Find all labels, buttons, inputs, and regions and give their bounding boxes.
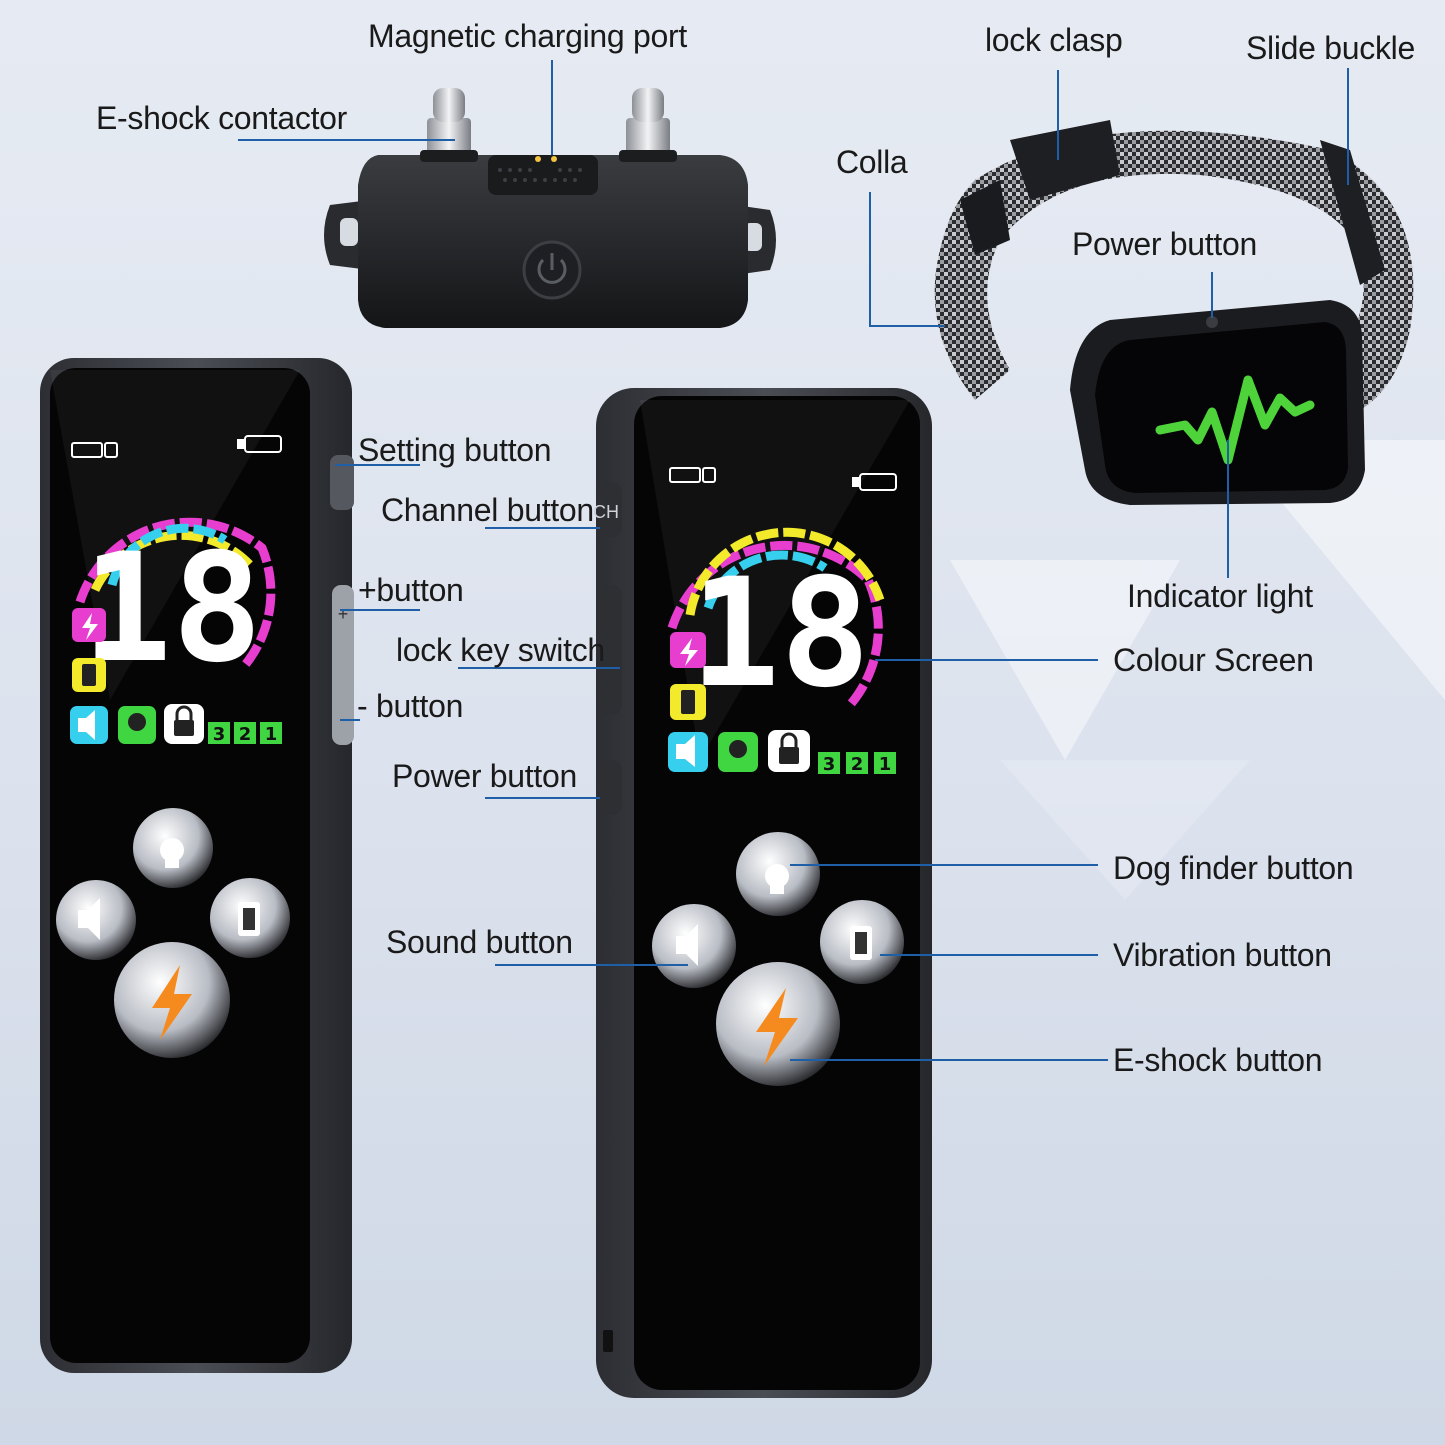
sound-button[interactable] — [56, 880, 136, 960]
battery-icon — [669, 467, 897, 491]
collar-power-button[interactable] — [1206, 316, 1218, 328]
lock-clasp[interactable] — [1010, 120, 1120, 200]
setting-button[interactable] — [330, 455, 354, 510]
level-display: 18 — [82, 522, 263, 696]
label-setting-button: Setting button — [358, 432, 552, 468]
channel-2: 2 — [239, 724, 252, 745]
charging-pin-right — [551, 156, 557, 162]
label-colour-screen: Colour Screen — [1113, 642, 1314, 678]
gauge-arc-yellow — [90, 530, 254, 592]
svg-text:2: 2 — [851, 754, 864, 775]
dog-finder-button-right[interactable] — [736, 832, 820, 916]
label-plus-button: +button — [358, 572, 464, 608]
label-lock-clasp: lock clasp — [985, 22, 1123, 58]
battery-icon — [71, 435, 282, 458]
label-dog-finder-button: Dog finder button — [1113, 850, 1354, 886]
gauge-arc-cyan — [107, 523, 228, 587]
dog-finder-button[interactable] — [133, 808, 213, 888]
label-eshock-contactor: E-shock contactor — [96, 100, 348, 136]
speaker-grille — [498, 168, 582, 182]
plus-minus-rocker[interactable] — [332, 585, 354, 745]
level-display-right: 18 — [690, 547, 871, 721]
receiver-unit — [324, 88, 776, 328]
label-lock-key-switch: lock key switch — [396, 632, 605, 668]
remote-power-button[interactable] — [598, 760, 622, 815]
label-magnetic-charging-port: Magnetic charging port — [368, 18, 687, 54]
remote-left: + - 18 3 2 1 — [40, 358, 354, 1373]
label-channel-button: Channel button — [381, 492, 594, 528]
label-collar-power-button: Power button — [1072, 226, 1257, 262]
svg-text:CH: CH — [593, 502, 619, 522]
label-minus-button: - button — [357, 688, 464, 724]
eshock-button-right[interactable] — [716, 962, 840, 1086]
label-slide-buckle: Slide buckle — [1246, 30, 1415, 66]
lock-key-switch[interactable] — [598, 585, 622, 715]
svg-text:3: 3 — [823, 754, 836, 775]
label-colla: Colla — [836, 144, 908, 180]
svg-text:+: + — [338, 604, 349, 624]
label-vibration-button: Vibration button — [1113, 937, 1332, 973]
channel-1: 1 — [265, 724, 278, 745]
callout-lines — [238, 60, 1349, 1061]
eshock-button[interactable] — [114, 942, 230, 1058]
gauge-arc-magenta — [75, 517, 276, 668]
charging-pin-left — [535, 156, 541, 162]
label-sound-button: Sound button — [386, 924, 573, 960]
channel-button[interactable] — [598, 482, 622, 537]
receiver-power-icon[interactable] — [522, 240, 582, 300]
svg-text:1: 1 — [879, 754, 892, 775]
channel-3: 3 — [213, 724, 226, 745]
sound-button-right[interactable] — [652, 904, 736, 988]
label-eshock-button: E-shock button — [1113, 1042, 1323, 1078]
remote-right: CH 18 3 2 1 — [593, 388, 932, 1398]
label-remote-power-button: Power button — [392, 758, 577, 794]
vibration-button-right[interactable] — [820, 900, 904, 984]
heartbeat-icon — [1155, 375, 1315, 465]
contact-post-right — [619, 88, 677, 162]
slide-buckle[interactable] — [1320, 140, 1385, 285]
collar-unit — [934, 120, 1414, 505]
vibration-button[interactable] — [210, 878, 290, 958]
charging-port — [603, 1330, 613, 1352]
label-indicator-light: Indicator light — [1127, 578, 1313, 614]
contact-post-left — [420, 88, 478, 162]
